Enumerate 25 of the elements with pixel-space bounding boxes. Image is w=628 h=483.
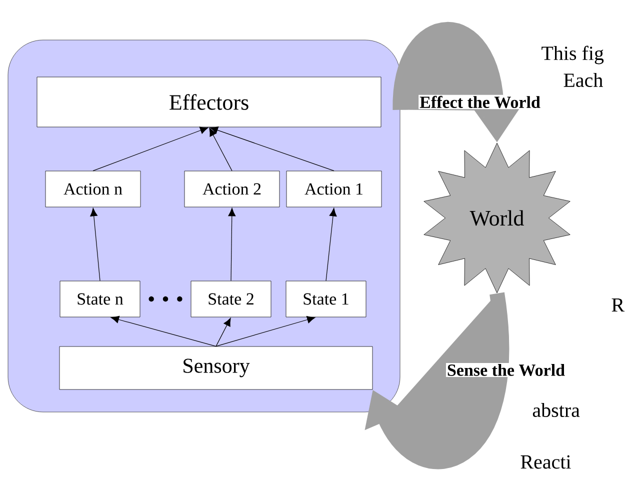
process-box: Action 2 [184, 170, 280, 208]
process-box: Sensory [59, 346, 373, 390]
text-fragment: Each [564, 72, 603, 88]
process-box: Action 1 [286, 170, 382, 208]
arrow [90, 208, 100, 282]
edge-label: Effect the World [418, 94, 542, 110]
process-box: Action n [45, 170, 141, 208]
process-box: State 2 [190, 280, 272, 318]
process-box: State 1 [286, 280, 366, 318]
arrow [216, 318, 231, 347]
text-fragment: R [612, 298, 625, 312]
curved-block-arrow [364, 292, 509, 469]
text-fragment: This fig [542, 46, 604, 64]
arrow [210, 126, 334, 172]
arrow [92, 126, 208, 172]
arrow [209, 128, 232, 172]
arrow [110, 316, 216, 347]
edge-label: Sense the World [446, 362, 566, 378]
process-box: State n [60, 280, 140, 318]
process-box: Effectors [36, 76, 382, 128]
text-fragment: Reacti [520, 455, 571, 469]
arrow [228, 208, 236, 282]
arrow [326, 208, 337, 282]
text-fragment: abstra [532, 402, 580, 418]
arrow [216, 316, 316, 347]
